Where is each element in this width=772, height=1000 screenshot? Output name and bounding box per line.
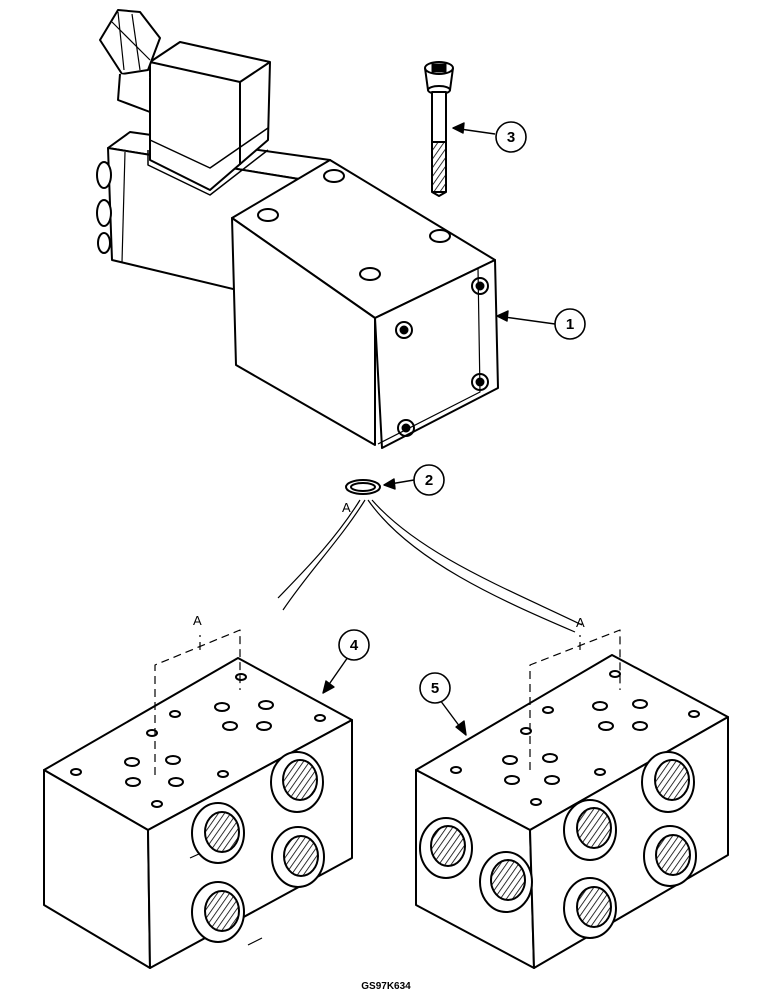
threaded-port	[270, 751, 324, 813]
threaded-port	[419, 817, 473, 879]
callout-1: 1	[554, 308, 586, 340]
svg-text:4: 4	[350, 637, 359, 654]
cap-screw	[424, 61, 454, 197]
threaded-port	[271, 826, 325, 888]
threaded-port	[643, 825, 697, 887]
threaded-port	[641, 751, 695, 813]
svg-text:3: 3	[507, 129, 515, 146]
callout-5: 5	[419, 672, 451, 704]
section-mark-a-block-5: A	[576, 615, 585, 630]
threaded-port	[479, 851, 533, 913]
threaded-port	[563, 877, 617, 939]
callout-3: 3	[495, 121, 527, 153]
callout-arrows	[322, 122, 556, 736]
callout-4: 4	[338, 629, 370, 661]
section-mark-a-block-4: A	[193, 613, 202, 628]
valve-block	[231, 159, 499, 449]
callout-2: 2	[413, 464, 445, 496]
section-a-outline-4	[154, 629, 241, 775]
leader-lines	[277, 499, 583, 633]
threaded-port	[191, 881, 245, 943]
solenoid-valve	[96, 9, 499, 449]
o-ring	[345, 479, 381, 495]
figure-code: GS97K634	[361, 981, 411, 992]
section-a-outline-5	[529, 629, 621, 770]
manifold-block-5	[415, 654, 729, 969]
threaded-port	[191, 802, 245, 864]
section-mark-a-oring: A	[342, 500, 351, 515]
electrical-connector	[99, 9, 271, 196]
svg-text:5: 5	[431, 680, 439, 697]
svg-text:1: 1	[566, 316, 574, 333]
manifold-block-4	[43, 657, 353, 969]
threaded-port	[563, 799, 617, 861]
svg-text:2: 2	[425, 472, 433, 489]
